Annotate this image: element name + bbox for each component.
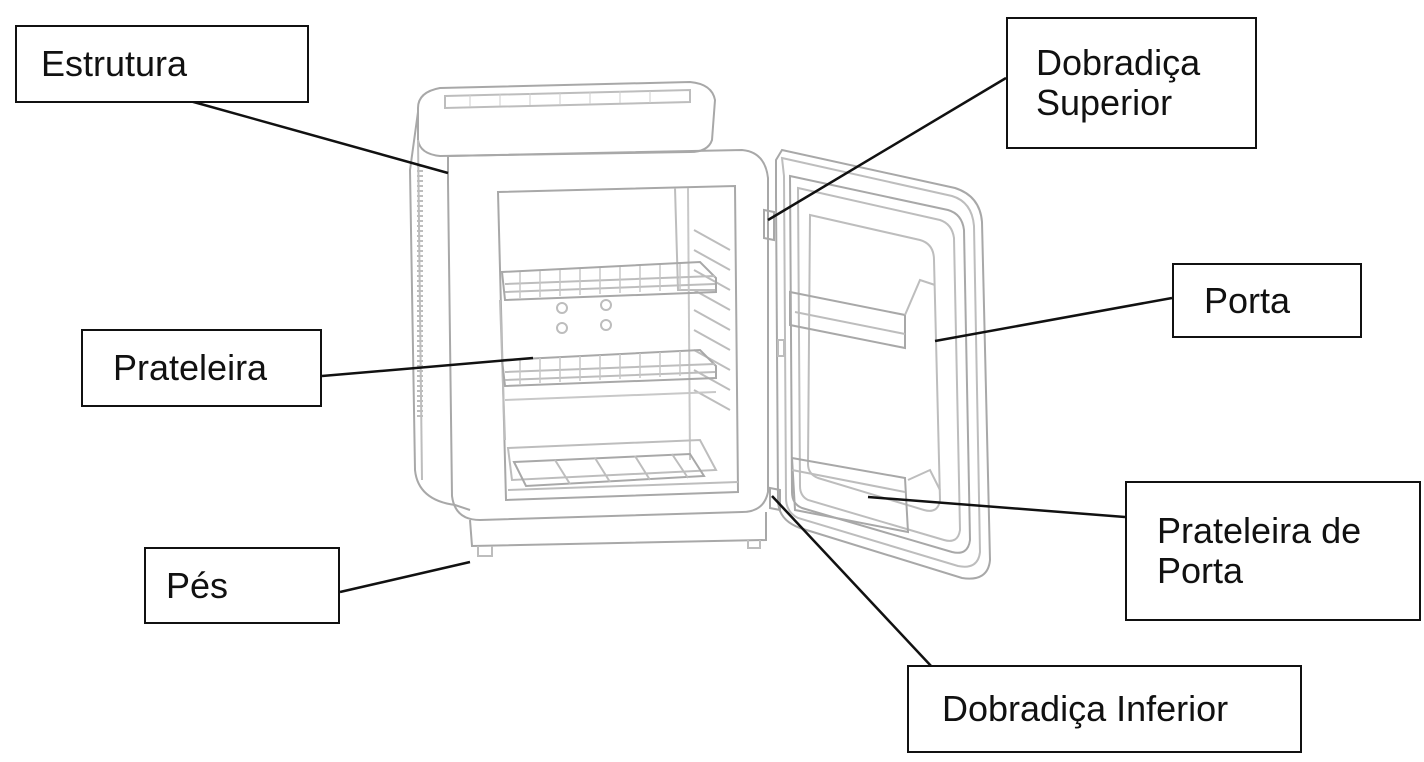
label-dobradica-superior-line2: Superior xyxy=(1036,82,1173,123)
label-porta-text: Porta xyxy=(1204,279,1291,321)
leader-porta xyxy=(934,296,1173,343)
label-dobradica-inferior: Dobradiça Inferior xyxy=(907,665,1302,753)
leader-lines xyxy=(189,76,1173,668)
label-prateleira-text: Prateleira xyxy=(113,347,268,388)
leader-estrutura xyxy=(189,99,449,175)
label-prateleira-de-porta-line2: Porta xyxy=(1157,550,1244,591)
label-porta: Porta xyxy=(1172,263,1362,338)
label-pes-text: Pés xyxy=(166,564,229,606)
leader-prateleira-de-porta xyxy=(867,495,1126,519)
leader-dobradica-superior xyxy=(767,76,1007,222)
label-dobradica-inferior-text: Dobradiça Inferior xyxy=(942,688,1229,729)
leader-prateleira xyxy=(321,356,534,378)
label-prateleira: Prateleira xyxy=(81,329,322,407)
leader-dobradica-inferior xyxy=(771,495,933,668)
label-estrutura: Estrutura xyxy=(15,25,309,103)
label-prateleira-de-porta: Prateleira de Porta xyxy=(1125,481,1421,621)
label-estrutura-text: Estrutura xyxy=(41,43,188,84)
leader-pes xyxy=(339,560,471,594)
label-dobradica-superior: Dobradiça Superior xyxy=(1006,17,1257,149)
label-pes: Pés xyxy=(144,547,340,624)
label-dobradica-superior-line1: Dobradiça xyxy=(1036,42,1201,83)
fridge-door xyxy=(775,148,992,580)
label-prateleira-de-porta-line1: Prateleira de xyxy=(1157,510,1362,551)
fridge-cabinet xyxy=(408,80,781,557)
